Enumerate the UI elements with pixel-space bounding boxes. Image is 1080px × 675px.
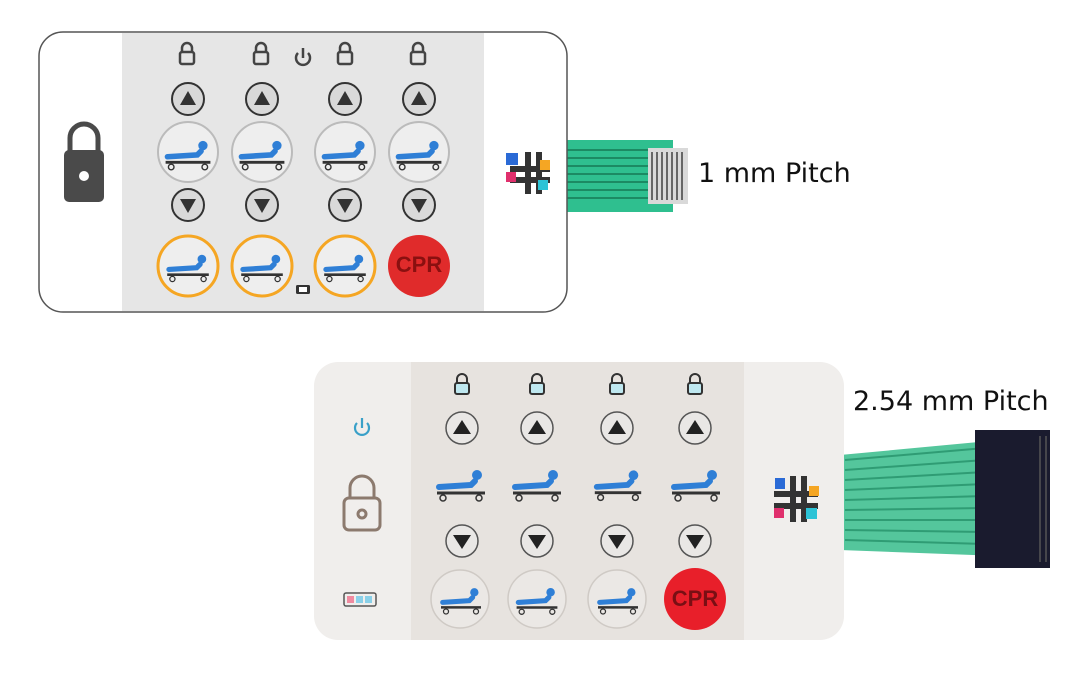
preset-chair-button[interactable]	[156, 234, 220, 298]
arrow-down-button[interactable]	[678, 524, 712, 558]
position-button-back[interactable]	[314, 121, 376, 183]
flex-cable-2	[840, 430, 1050, 568]
lock-icon[interactable]	[178, 41, 196, 66]
arrow-up-button[interactable]	[445, 411, 479, 445]
arrow-up-button[interactable]	[678, 411, 712, 445]
arrow-up-button[interactable]	[171, 82, 205, 116]
pitch-label: 2.54 mm Pitch	[853, 386, 1049, 417]
lock-icon[interactable]	[252, 41, 270, 66]
position-button-tilt[interactable]	[157, 121, 219, 183]
arrow-down-button[interactable]	[171, 188, 205, 222]
lock-icon[interactable]	[529, 373, 545, 395]
position-button-height[interactable]	[388, 121, 450, 183]
preset-chair-button[interactable]	[430, 569, 490, 629]
preset-cardiac-chair-button[interactable]	[313, 234, 377, 298]
arrow-down-button[interactable]	[328, 188, 362, 222]
preset-trendelenburg-button[interactable]	[507, 569, 567, 629]
lock-icon[interactable]	[687, 373, 703, 395]
pitch-label: 1 mm Pitch	[698, 158, 851, 189]
arrow-up-button[interactable]	[600, 411, 634, 445]
position-button-legs[interactable]	[231, 121, 293, 183]
arrow-down-button[interactable]	[245, 188, 279, 222]
lock-icon[interactable]	[342, 474, 382, 532]
arrow-up-button[interactable]	[245, 82, 279, 116]
cpr-label: CPR	[671, 586, 719, 611]
preset-trendelenburg-button[interactable]	[230, 234, 294, 298]
flex-cable-1	[563, 140, 688, 212]
preset-cardiac-chair-button[interactable]	[587, 569, 647, 629]
arrow-down-button[interactable]	[402, 188, 436, 222]
arrow-up-button[interactable]	[328, 82, 362, 116]
lock-icon[interactable]	[336, 41, 354, 66]
brand-logo	[774, 476, 819, 522]
power-icon[interactable]	[353, 418, 371, 436]
cpr-button[interactable]	[388, 235, 450, 297]
brand-logo	[506, 152, 550, 194]
lock-icon[interactable]	[454, 373, 470, 395]
lock-icon[interactable]	[64, 121, 104, 202]
arrow-down-button[interactable]	[445, 524, 479, 558]
arrow-up-button[interactable]	[402, 82, 436, 116]
battery-icon	[296, 285, 310, 294]
lock-icon[interactable]	[409, 41, 427, 66]
arrow-down-button[interactable]	[520, 524, 554, 558]
power-icon[interactable]	[294, 48, 312, 67]
arrow-up-button[interactable]	[520, 411, 554, 445]
battery-icon	[343, 592, 377, 607]
arrow-down-button[interactable]	[600, 524, 634, 558]
cpr-label: CPR	[395, 252, 443, 277]
lock-icon[interactable]	[609, 373, 625, 395]
cpr-button[interactable]	[664, 568, 726, 630]
